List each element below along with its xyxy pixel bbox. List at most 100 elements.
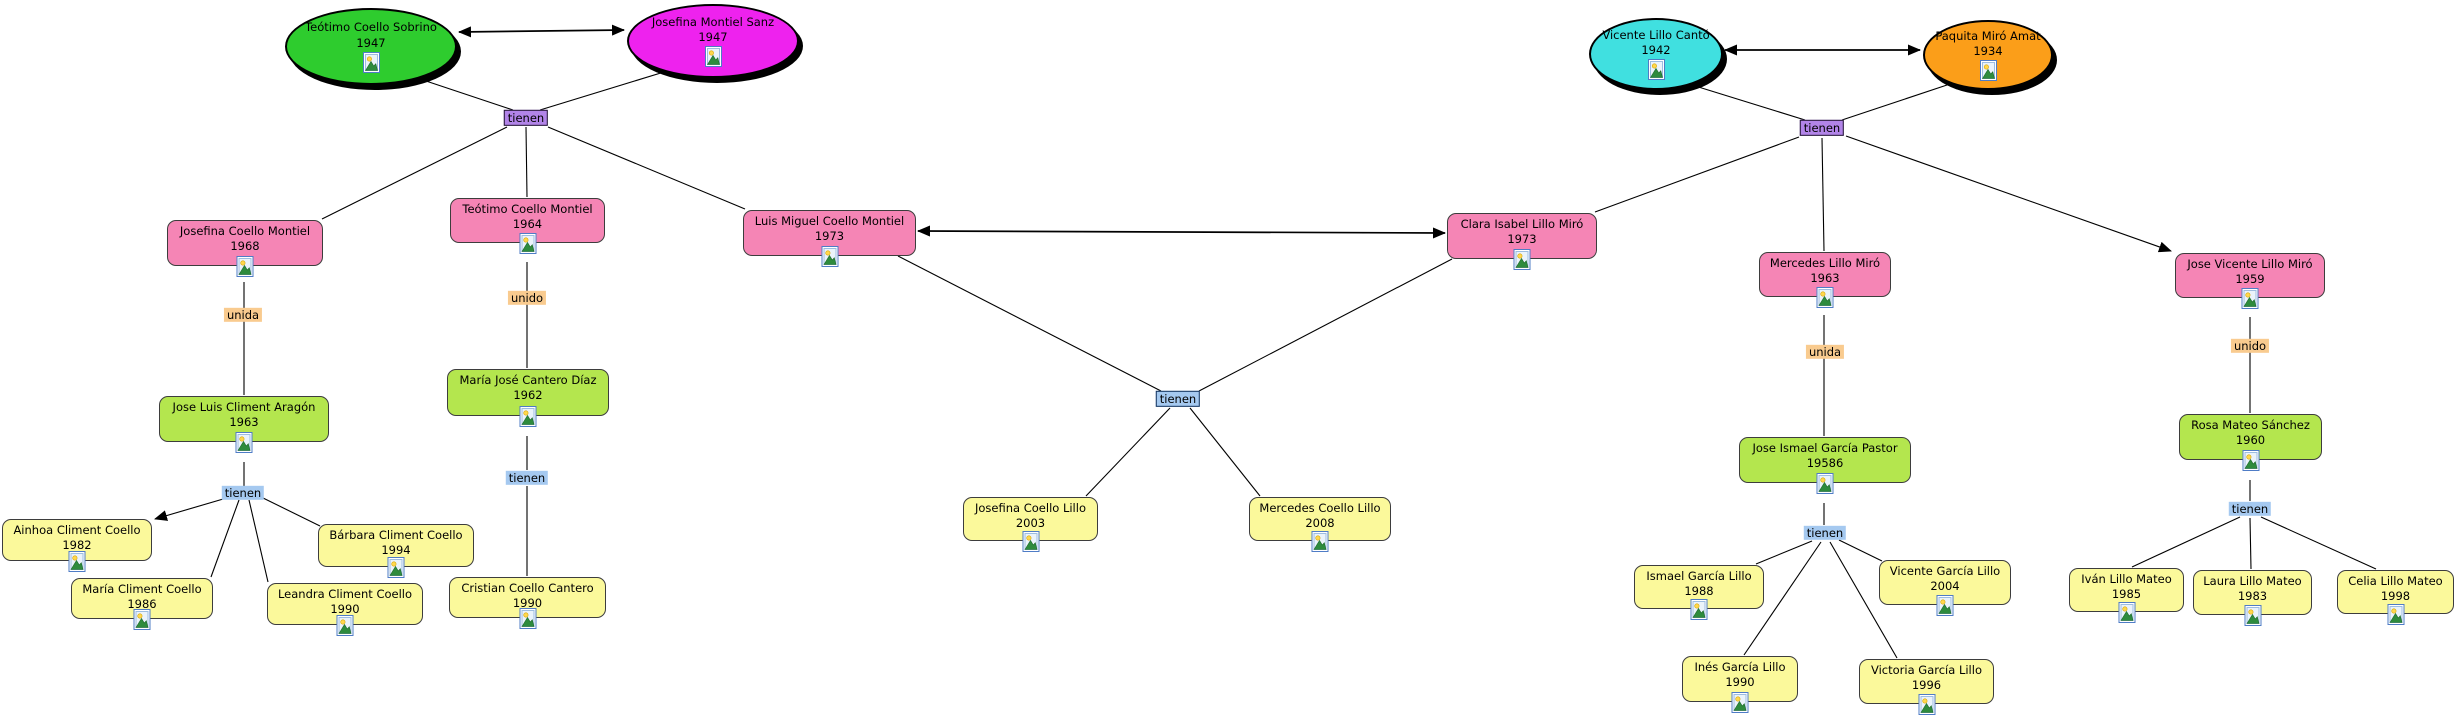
relationship-edge: [458, 24, 625, 38]
photo-icon[interactable]: [704, 46, 722, 68]
photo-icon[interactable]: [821, 246, 838, 267]
photo-icon[interactable]: [1979, 60, 1997, 82]
person-name: Jose Vicente Lillo Miró: [2187, 257, 2313, 271]
photo-icon[interactable]: [1816, 473, 1834, 494]
photo-icon[interactable]: [1918, 694, 1935, 715]
photo-icon[interactable]: [1647, 59, 1665, 81]
person-name: María José Cantero Díaz: [459, 373, 597, 387]
relation-label-unida-josefina-coello-montiel[interactable]: unida: [223, 307, 263, 323]
relationship-edge: [2131, 516, 2241, 568]
person-name: Paquita Miró Amat: [1935, 28, 2041, 43]
photo-icon[interactable]: [1816, 287, 1834, 308]
photo-icon[interactable]: [519, 608, 536, 629]
relationship-edge: [1085, 407, 1171, 497]
relation-label-tienen-parents-left[interactable]: tienen: [503, 109, 549, 127]
relation-label-unido-teotimo-coello-montiel[interactable]: unido: [507, 290, 547, 306]
relationship-edge: [210, 499, 240, 578]
photo-icon[interactable]: [2241, 288, 2259, 309]
person-name: Cristian Coello Cantero: [461, 581, 594, 595]
photo-icon[interactable]: [1022, 531, 1039, 552]
person-year: 1947: [698, 30, 728, 44]
photo-icon[interactable]: [236, 256, 254, 277]
person-name: Jose Luis Climent Aragón: [172, 400, 316, 414]
photo-icon[interactable]: [519, 406, 537, 427]
relation-label-unida-mercedes-lillo-miro[interactable]: unida: [1805, 344, 1845, 360]
photo-icon[interactable]: [133, 609, 151, 630]
person-year: 1996: [1911, 678, 1942, 693]
photo-icon[interactable]: [1936, 595, 1954, 616]
photo-icon[interactable]: [68, 551, 86, 572]
photo-icon[interactable]: [2242, 450, 2259, 471]
relation-label-tienen-parents-right[interactable]: tienen: [1799, 119, 1845, 137]
person-year: 19586: [1806, 456, 1844, 471]
photo-icon[interactable]: [387, 557, 405, 578]
photo-icon[interactable]: [2244, 605, 2261, 626]
relationship-edge: [1691, 84, 1806, 121]
relationship-edge: [539, 71, 665, 111]
photo-icon[interactable]: [1731, 692, 1749, 713]
person-year: 1947: [356, 35, 386, 50]
relation-label-tienen-coello-cantero[interactable]: tienen: [505, 470, 549, 486]
relationship-edge: [1594, 136, 1800, 213]
relation-label-tienen-couple-center[interactable]: tienen: [1155, 390, 1201, 408]
photo-icon[interactable]: [362, 51, 380, 73]
photo-icon[interactable]: [2118, 602, 2135, 623]
relation-label-tienen-lillo-mateo[interactable]: tienen: [2228, 501, 2272, 517]
person-year: 1986: [127, 597, 157, 612]
person-name: Laura Lillo Mateo: [2203, 574, 2302, 588]
photo-icon[interactable]: [1311, 531, 1329, 552]
photo-icon[interactable]: [519, 233, 536, 254]
photo-icon[interactable]: [336, 615, 354, 636]
person-name: Mercedes Coello Lillo: [1259, 501, 1381, 515]
photo-icon[interactable]: [1513, 249, 1531, 270]
relation-label-tienen-garcia-lillo[interactable]: tienen: [1803, 525, 1847, 541]
person-name: Josefina Montiel Sanz: [651, 14, 775, 29]
person-year: 1934: [1973, 44, 2003, 58]
person-name: Vicente García Lillo: [1889, 564, 2001, 578]
relationship-edge: [1841, 83, 1951, 121]
photo-icon[interactable]: [235, 432, 253, 453]
person-name: Victoria García Lillo: [1871, 663, 1982, 677]
photo-icon[interactable]: [2387, 604, 2404, 625]
relationship-edge: [1845, 135, 2172, 253]
person-name: Leandra Climent Coello: [277, 587, 413, 601]
person-name: Jose Ismael García Pastor: [1752, 441, 1898, 455]
relationship-edge: [1821, 137, 1825, 252]
photo-icon[interactable]: [1690, 599, 1708, 620]
person-year: 1973: [814, 229, 845, 244]
person-name: Josefina Coello Lillo: [975, 501, 1086, 515]
relation-label-unido-jose-vicente-lillo-miro[interactable]: unido: [2230, 338, 2270, 354]
relationship-edge: [1198, 258, 1453, 392]
person-name: Ainhoa Climent Coello: [13, 523, 141, 537]
relationship-edge: [154, 496, 231, 521]
relation-label-tienen-climent-coello[interactable]: tienen: [221, 485, 265, 501]
